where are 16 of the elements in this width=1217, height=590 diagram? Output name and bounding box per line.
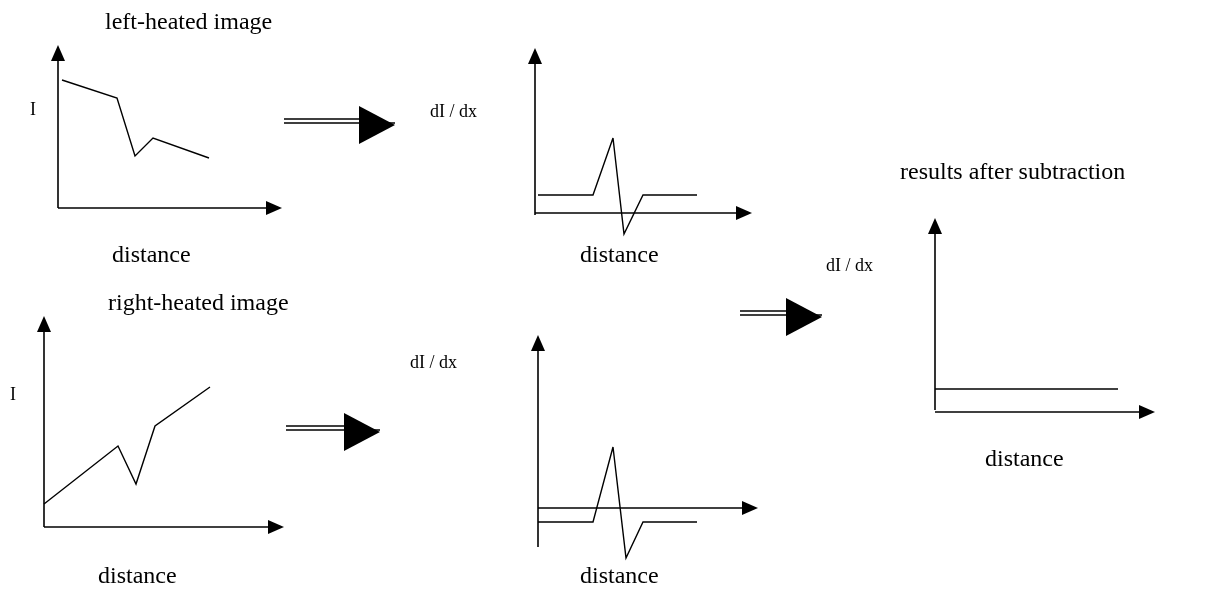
axis-label: dI / dx xyxy=(410,353,457,373)
axis-label: distance xyxy=(98,562,177,589)
axis-label: dI / dx xyxy=(430,102,477,122)
axis-label: distance xyxy=(985,445,1064,472)
graph-title: results after subtraction xyxy=(900,158,1126,185)
double-arrow xyxy=(739,298,823,336)
axis-label: distance xyxy=(112,241,191,268)
double-arrow xyxy=(283,106,396,144)
axis-label: I xyxy=(10,385,16,405)
axis-label: distance xyxy=(580,241,659,268)
graph-title: right-heated image xyxy=(108,289,289,316)
graph-title: left-heated image xyxy=(105,8,273,35)
axis-label: I xyxy=(30,100,36,120)
double-arrow xyxy=(285,413,381,451)
axis-label: distance xyxy=(580,562,659,589)
axis-label: dI / dx xyxy=(826,256,873,276)
